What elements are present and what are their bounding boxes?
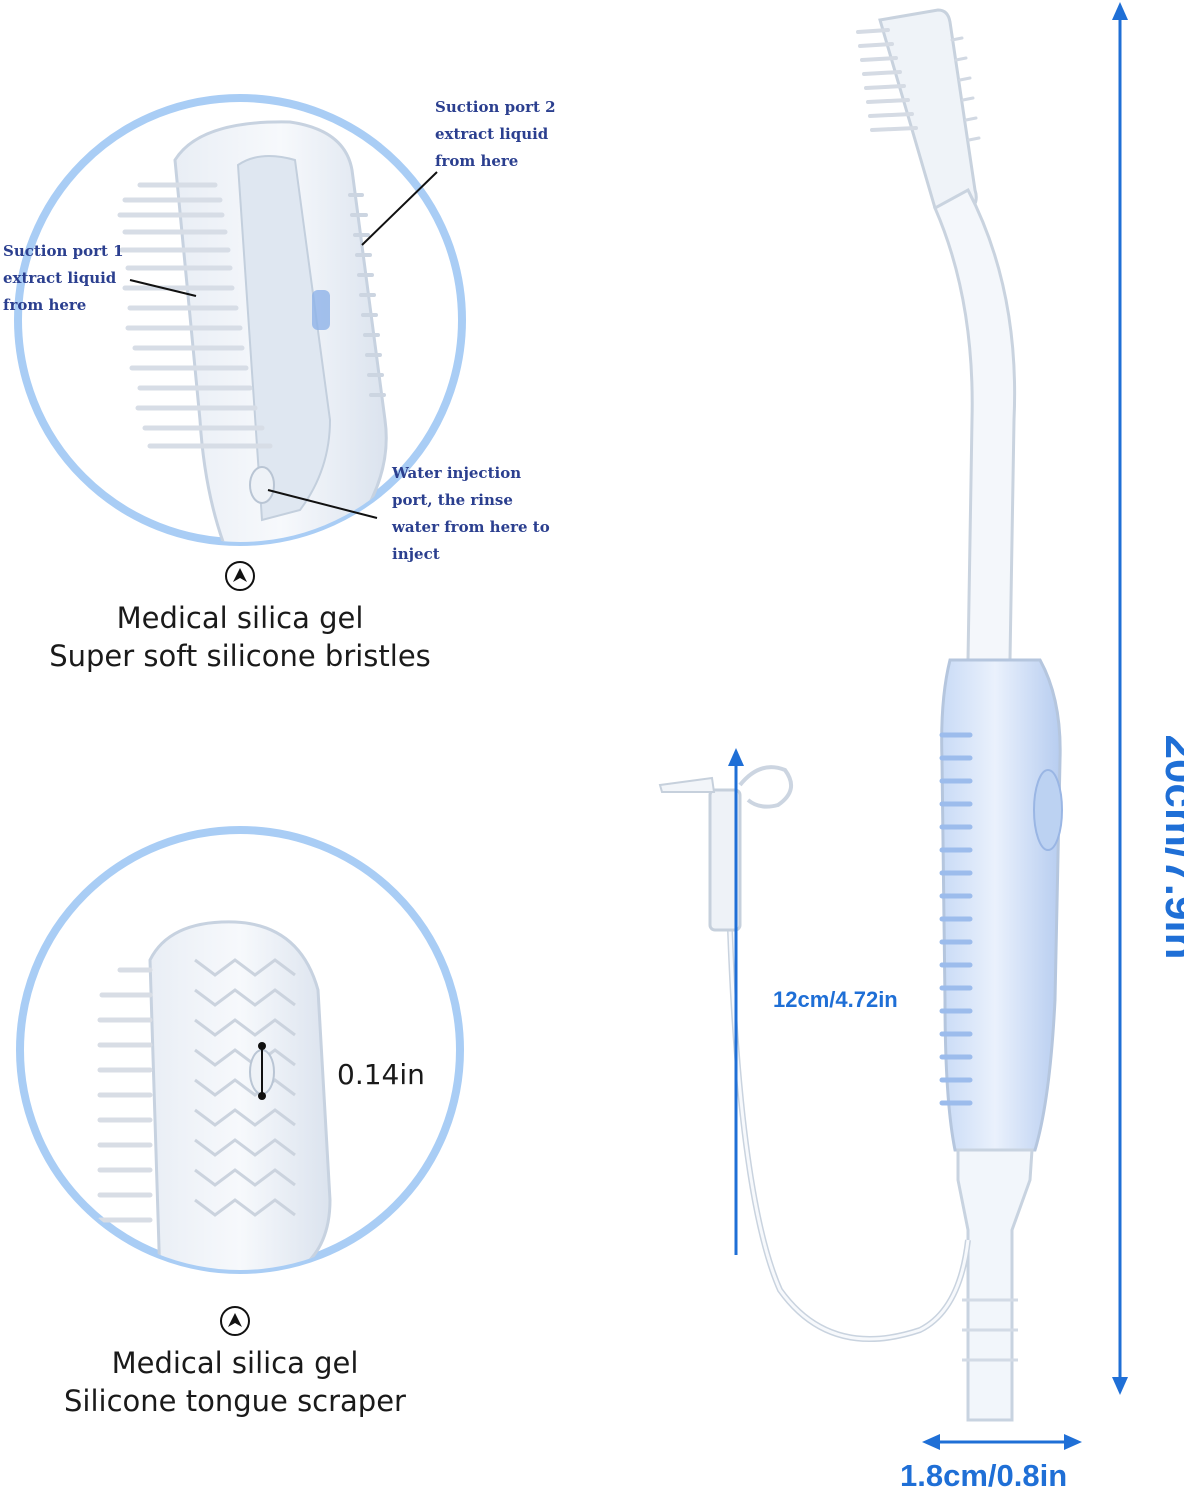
suction-port-2-label: Suction port 2 extract liquid from here (435, 98, 556, 170)
bristles-caption-line2: Super soft silicone bristles (49, 639, 431, 673)
scraper-caption-line2: Silicone tongue scraper (64, 1384, 406, 1418)
scraper-measurement-label: 0.14in (337, 1058, 425, 1091)
scraper-caption: Medical silica gel Silicone tongue scrap… (0, 1344, 470, 1420)
arrow-up-circle-icon (220, 1306, 250, 1336)
total-length-label: 20cm/7.9in (1156, 734, 1184, 960)
width-label: 1.8cm/0.8in (900, 1458, 1068, 1493)
tube-length-label: 12cm/4.72in (773, 987, 898, 1012)
arrow-up-circle-icon (225, 561, 255, 591)
suction-port-1-label: Suction port 1 extract liquid from here (3, 242, 124, 314)
water-injection-label: Water injection port, the rinse water fr… (392, 464, 550, 563)
scraper-caption-line1: Medical silica gel (111, 1346, 359, 1380)
bristles-caption: Medical silica gel Super soft silicone b… (5, 599, 475, 675)
bristles-caption-line1: Medical silica gel (116, 601, 364, 635)
